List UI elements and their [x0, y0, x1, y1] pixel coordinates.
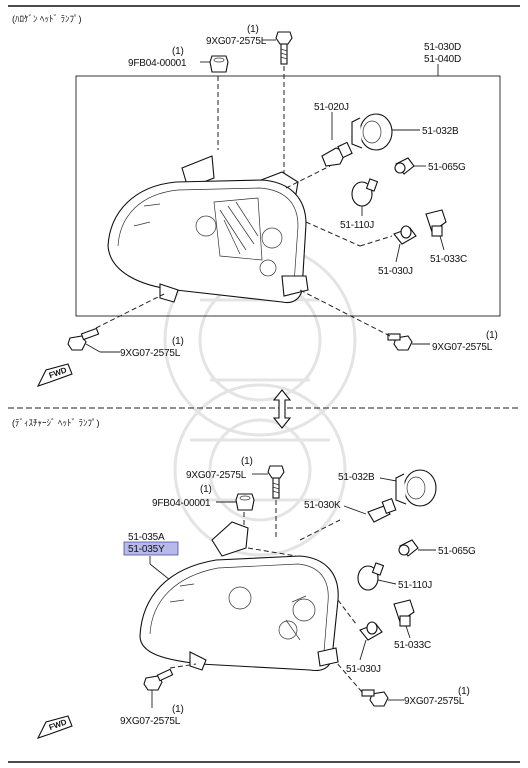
bulb-icon — [359, 621, 383, 641]
headlamp-icon — [107, 155, 309, 304]
bulb-51-020J-label: 51-020J — [314, 102, 349, 113]
bolt-top-label: 9XG07-2575L — [186, 470, 247, 481]
bolt-right-label: 9XG07-2575L — [404, 696, 465, 707]
bulb-icon — [357, 562, 385, 591]
bulb-icon — [398, 539, 419, 557]
double-arrow-icon — [272, 389, 292, 429]
bolt-top-label: 9XG07-2575L — [206, 36, 267, 47]
section-title: (ﾊﾛｹﾞﾝ ﾍｯﾄﾞ ﾗﾝﾌﾟ) — [12, 14, 82, 24]
socket-icon — [425, 209, 447, 237]
bulb-51-110J-label: 51-110J — [398, 580, 432, 591]
bulb-51-110J-label: 51-110J — [340, 220, 374, 231]
qty-label: (1) — [172, 46, 184, 57]
bolt-icon — [143, 668, 174, 691]
socket-51-033C-label: 51-033C — [394, 640, 431, 651]
section-discharge: (ﾃﾞｨｽﾁｬｰｼﾞ ﾍｯﾄﾞ ﾗﾝﾌﾟ) (1) 9XG07-2575L (1… — [12, 418, 476, 739]
bulb-51-030J-label: 51-030J — [378, 266, 413, 277]
headlamp-icon — [139, 521, 339, 672]
bulb-51-065G-label: 51-065G — [428, 162, 466, 173]
bulb-51-030K-label: 51-030K — [304, 500, 341, 511]
qty-label: (1) — [458, 686, 470, 697]
socket-51-032B-label: 51-032B — [338, 472, 375, 483]
bolt-icon — [267, 465, 285, 499]
bolt-icon — [275, 31, 293, 65]
qty-label: (1) — [486, 330, 498, 341]
qty-label: (1) — [172, 704, 184, 715]
fwd-arrow-icon: FWD — [36, 363, 73, 387]
nut-icon — [235, 493, 255, 511]
bulb-icon — [393, 225, 417, 245]
qty-label: (1) — [247, 24, 259, 35]
fwd-arrow-icon: FWD — [36, 715, 73, 739]
bulb-51-065G-label: 51-065G — [438, 546, 476, 557]
bolt-icon — [361, 689, 389, 707]
bulb-icon — [394, 157, 415, 175]
bulb-icon — [321, 141, 353, 167]
bolt-left-label: 9XG07-2575L — [120, 716, 181, 727]
bulb-51-030J-label: 51-030J — [346, 664, 381, 675]
socket-51-032B-label: 51-032B — [422, 126, 459, 137]
nut-icon — [209, 55, 229, 73]
socket-icon — [351, 113, 393, 151]
nut-label: 9FB04-00001 — [128, 58, 187, 69]
socket-51-033C-label: 51-033C — [430, 254, 467, 265]
highlight-box — [123, 541, 179, 556]
qty-label: (1) — [172, 336, 184, 347]
socket-icon — [393, 599, 415, 627]
bolt-icon — [67, 327, 100, 351]
socket-icon — [395, 469, 437, 507]
qty-label: (1) — [200, 484, 212, 495]
bolt-icon — [387, 333, 413, 351]
bulb-icon — [351, 178, 379, 207]
bolt-right-label: 9XG07-2575L — [432, 342, 493, 353]
assembly-box — [75, 75, 501, 317]
part-51-040D-label: 51-040D — [424, 54, 461, 65]
nut-label: 9FB04-00001 — [152, 498, 211, 509]
section-title: (ﾃﾞｨｽﾁｬｰｼﾞ ﾍｯﾄﾞ ﾗﾝﾌﾟ) — [12, 418, 100, 428]
section-halogen: (ﾊﾛｹﾞﾝ ﾍｯﾄﾞ ﾗﾝﾌﾟ) 51-030D 51-040D (1) 9X… — [12, 14, 501, 387]
part-51-030D-label: 51-030D — [424, 42, 461, 53]
bulb-icon — [367, 497, 397, 523]
bolt-left-label: 9XG07-2575L — [120, 348, 181, 359]
part-51-035Y-label: 51-035Y — [128, 544, 165, 555]
qty-label: (1) — [241, 456, 253, 467]
part-51-035A-label: 51-035A — [128, 532, 165, 543]
